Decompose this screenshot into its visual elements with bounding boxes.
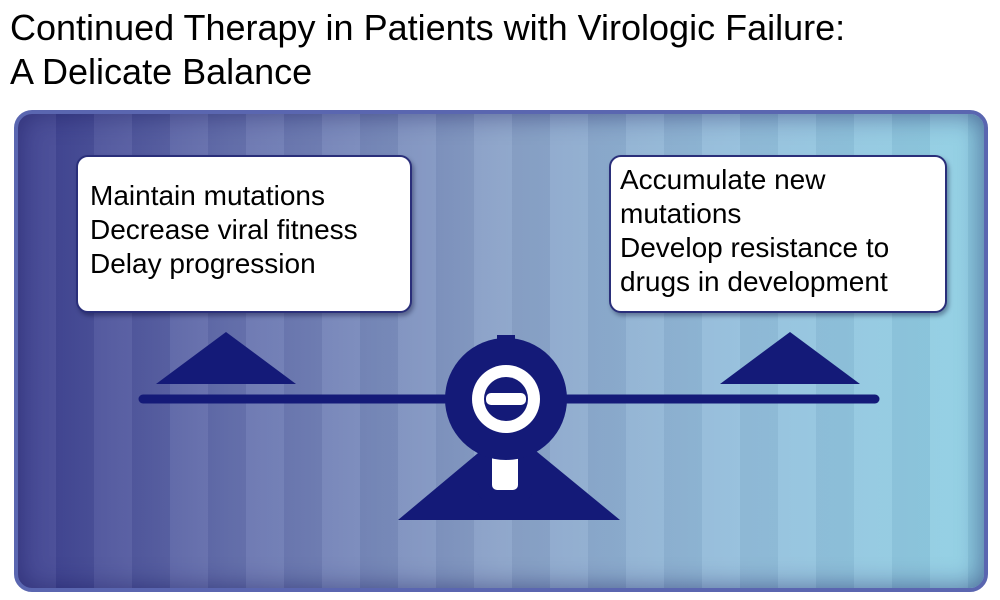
left-line-2: Decrease viral fitness	[90, 214, 358, 245]
right-pan-textbox: Accumulate new mutations Develop resista…	[609, 155, 947, 313]
slide-title: Continued Therapy in Patients with Virol…	[10, 6, 990, 94]
right-line-1: Accumulate new	[620, 164, 826, 195]
title-line-2: A Delicate Balance	[10, 51, 313, 92]
right-line-3: Develop resistance to	[620, 232, 890, 263]
right-line-4: drugs in development	[620, 266, 888, 297]
left-line-3: Delay progression	[90, 248, 316, 279]
title-line-1: Continued Therapy in Patients with Virol…	[10, 7, 846, 48]
left-line-1: Maintain mutations	[90, 180, 326, 211]
left-pan-textbox: Maintain mutations Decrease viral fitnes…	[76, 155, 412, 313]
right-line-2: mutations	[620, 198, 742, 229]
